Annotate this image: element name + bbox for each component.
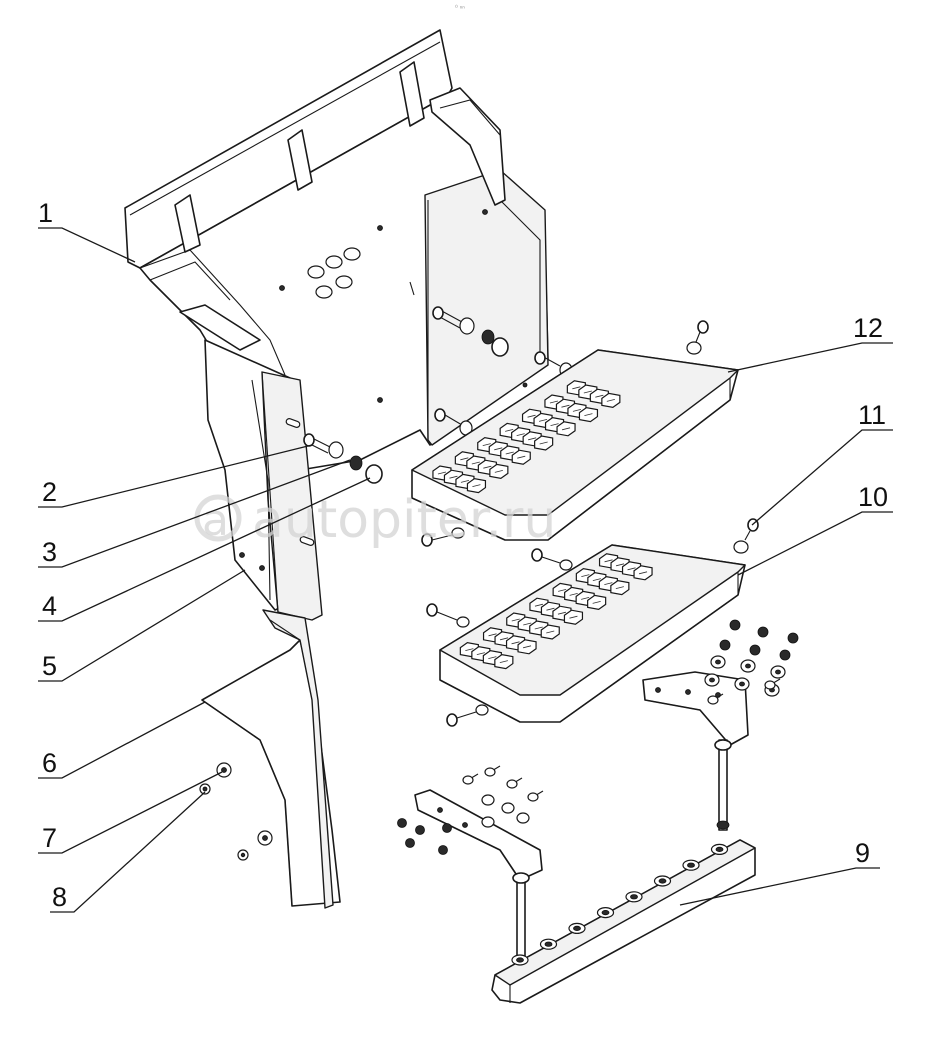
bolt-a [432,306,509,357]
nut [749,644,761,656]
nut [719,639,731,651]
callout-leaders [38,227,893,913]
callout-9: 9 [855,838,870,868]
callout-11: 11 [858,400,886,430]
bolt [527,792,539,802]
nut [779,649,791,661]
nut [397,818,407,828]
nut [787,632,799,644]
mounting-panel [124,29,549,471]
callout-labels: 1 2 3 4 5 6 7 8 9 10 11 12 [38,198,888,912]
nut [729,619,741,631]
nut [405,838,415,848]
washer [516,812,530,824]
callout-3: 3 [42,537,57,567]
callout-1: 1 [38,198,53,228]
washer [501,802,515,814]
vertical-strip-bracket [204,339,323,621]
nut [438,845,448,855]
corner-mark: ⁰ ⁿⁿ [455,4,465,12]
bolt [764,680,776,690]
callout-4: 4 [42,591,57,621]
bolt [506,779,518,789]
upper-step-tread [411,349,739,541]
bolt [462,775,474,785]
watermark: a autopiter.ru [194,490,556,550]
fender-flap [201,609,341,909]
washer-and-nut [199,762,232,795]
washer [481,816,495,828]
nut [442,823,452,833]
loose-fasteners [397,619,799,855]
bolt [484,767,496,777]
washer [481,794,495,806]
callout-7: 7 [42,823,57,853]
nut [415,825,425,835]
callout-10: 10 [858,482,888,512]
callout-6: 6 [42,748,57,778]
callout-5: 5 [42,651,57,681]
callout-8: 8 [52,882,67,912]
bolt-c [434,408,473,436]
bottom-step-assembly [414,671,756,1004]
bolt [707,695,719,705]
nut [757,626,769,638]
watermark-text: autopiter.ru [252,490,556,550]
callout-12: 12 [853,313,883,343]
callout-2: 2 [42,477,57,507]
watermark-prefix: a [202,495,229,546]
lower-step-tread [439,544,746,723]
